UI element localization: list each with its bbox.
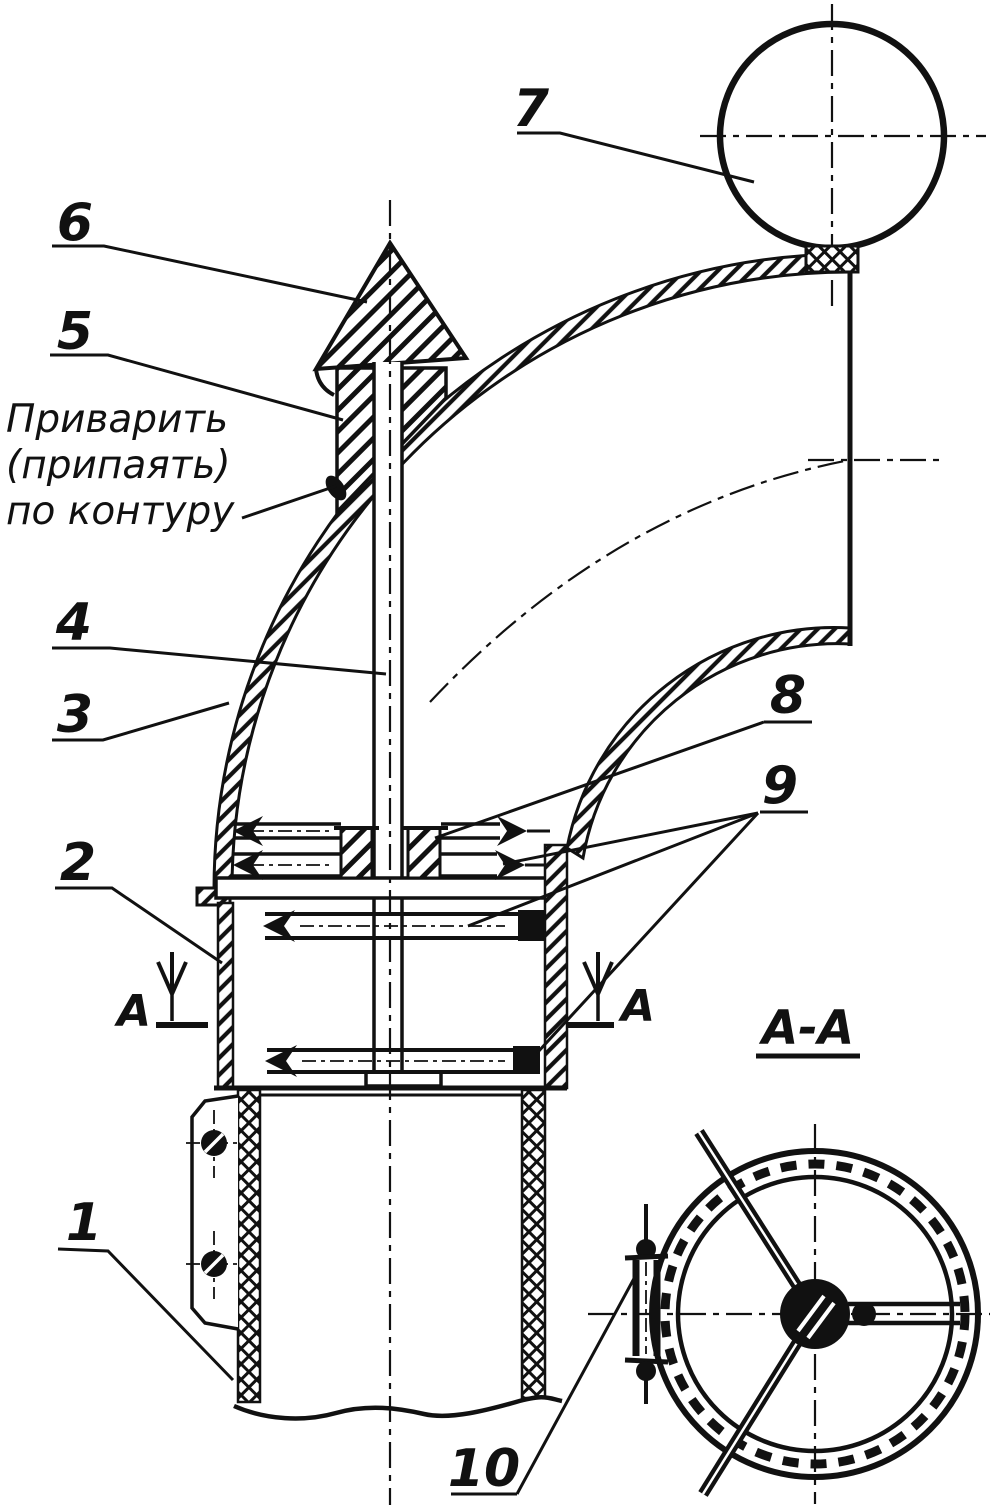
callout-9: 9 [762,756,798,816]
leader-9a [502,811,759,866]
weld-note-line1: Приварить [6,397,228,442]
spoke-row-2 [233,850,550,880]
wheel-rim-outer [649,1148,981,1480]
elbow-centerline-arc [429,458,851,703]
rod-clearance [373,362,403,1074]
barb-tip [497,816,527,846]
mast-left-wall [236,1088,262,1404]
callout-6: 6 [57,193,93,253]
wheel-spokes [694,1129,960,1497]
barb-tip [233,816,263,846]
sleeve-left-wall [216,901,235,1090]
support-plate [214,876,559,900]
leader-6 [52,244,368,304]
section-letter-right: А [618,981,655,1032]
leader-lines [50,131,812,1496]
callout-numbers: 6 5 4 3 2 1 7 8 9 10 [55,79,806,1499]
callout-5: 5 [57,302,93,362]
barb-tip [495,850,525,880]
leader-weld-note [241,484,337,520]
leader-1 [57,1247,235,1382]
collar-left-block [339,826,374,880]
spoke-row-4 [265,1045,540,1077]
spoke-wall-weld [518,910,545,941]
barb-tip [263,910,295,942]
spoke-rows [233,816,550,1077]
spoke-wall-weld [513,1046,540,1074]
spoke-row-3 [263,910,545,942]
mounting-bracket [186,1094,242,1331]
elbow-outer-wall [212,252,852,892]
callout-4: 4 [55,593,92,653]
weld-bead [325,475,347,501]
mast-pipe [233,1088,563,1421]
callout-1: 1 [66,1193,102,1253]
leader-2 [55,886,223,965]
leader-10 [515,1272,639,1495]
leader-3 [52,701,230,742]
collar-right-block [406,826,442,880]
weld-note-line3: по контуру [6,489,235,534]
section-view-label: А-А [758,1001,854,1056]
weld-note-line2: (припаять) [6,443,231,488]
leader-8 [434,720,765,840]
callout-3: 3 [57,685,93,745]
break-line [233,1395,563,1421]
mast-right-wall [520,1088,547,1400]
leader-7 [517,131,755,184]
leader-9b [467,811,759,928]
hub-knob [852,1302,876,1326]
cone-base-flare [314,368,335,397]
wheel-rim-inner [675,1174,955,1454]
sleeve-right-wall [543,843,569,1090]
callout-7: 7 [513,79,550,139]
push-rod [364,362,443,1088]
wheel-hub [780,1279,850,1349]
callout-10: 10 [448,1439,520,1499]
handwheel-section [588,1124,990,1504]
section-arrow-right: А [566,952,655,1032]
leader-5 [50,353,344,422]
spoke-row-1 [233,816,550,846]
leader-9c [535,811,760,1055]
ball-weld-joint [804,244,860,274]
section-letter-left: А [114,986,151,1037]
section-view-title: А-А [756,1001,860,1059]
callout-2: 2 [60,833,96,893]
wheel-rim-hatch [660,1159,970,1469]
rod-end-cap [364,1070,443,1088]
section-markers: А А А-А [114,952,860,1059]
bracket-bolt-top [186,1110,242,1178]
elbow-pipe [195,244,944,907]
section-arrow-left: А [114,952,208,1037]
barb-tip [233,850,263,880]
weld-note: Приварить (припаять) по контуру [6,397,235,534]
callout-8: 8 [770,666,806,726]
leader-4 [52,646,387,676]
barb-tip [265,1045,297,1077]
bracket-bolt-bottom [186,1231,242,1299]
